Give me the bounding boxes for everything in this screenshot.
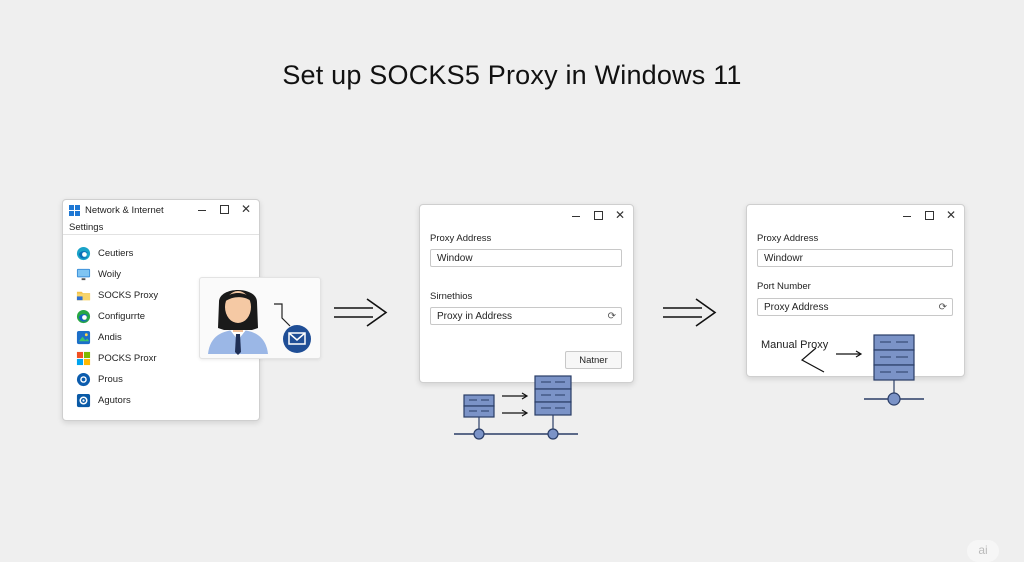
close-button[interactable]: ✕ bbox=[241, 203, 251, 215]
server-icon bbox=[463, 394, 495, 440]
proxy-setup-value: Proxy in Address bbox=[437, 311, 513, 322]
nav-item-8[interactable]: Agutors bbox=[76, 392, 131, 408]
server-icon bbox=[873, 334, 915, 406]
user-avatar-card bbox=[199, 277, 321, 359]
refresh-icon[interactable]: ⟳ bbox=[607, 311, 616, 322]
server-network-diagram bbox=[454, 375, 578, 440]
next-button[interactable]: Natner bbox=[565, 351, 622, 369]
user-avatar-illustration bbox=[208, 290, 311, 355]
manual-proxy-diagram bbox=[800, 334, 924, 406]
nav-item-label: POCKS Proxr bbox=[98, 352, 157, 364]
gear-icon bbox=[76, 393, 91, 407]
close-icon: ✕ bbox=[614, 208, 626, 222]
minimize-button[interactable] bbox=[571, 209, 581, 221]
proxy-port-window: ✕ Proxy Address Windowr Port Number Prox… bbox=[746, 204, 965, 377]
minimize-icon bbox=[198, 209, 206, 211]
step-arrow-icon bbox=[334, 298, 388, 327]
proxy-address-input[interactable]: Window bbox=[430, 249, 622, 267]
step-arrow-icon bbox=[663, 298, 717, 327]
arrow-icon bbox=[836, 350, 863, 358]
manual-proxy-label: Manual Proxy bbox=[761, 339, 829, 351]
nav-item-3[interactable]: SOCKS Proxy bbox=[76, 287, 158, 303]
nav-item-5[interactable]: Andis bbox=[76, 329, 122, 345]
minimize-icon bbox=[572, 215, 580, 217]
pointer-icon bbox=[800, 347, 825, 373]
port-number-label: Port Number bbox=[757, 281, 811, 292]
edge-icon bbox=[76, 246, 91, 260]
maximize-button[interactable] bbox=[924, 209, 934, 221]
minimize-button[interactable] bbox=[902, 209, 912, 221]
proxy-setup-input[interactable]: Proxy in Address ⟳ bbox=[430, 307, 622, 325]
maximize-button[interactable] bbox=[593, 209, 603, 221]
monitor-icon bbox=[76, 268, 91, 280]
store-icon bbox=[76, 351, 91, 365]
nav-item-7[interactable]: Prous bbox=[76, 371, 123, 387]
divider bbox=[63, 234, 259, 235]
proxy-address-label: Proxy Address bbox=[430, 233, 492, 244]
nav-item-label: Prous bbox=[98, 373, 123, 385]
close-icon: ✕ bbox=[945, 208, 957, 222]
port-number-input[interactable]: Proxy Address ⟳ bbox=[757, 298, 953, 316]
maximize-icon bbox=[219, 204, 229, 214]
close-icon: ✕ bbox=[240, 202, 252, 216]
proxy-address-label: Proxy Address bbox=[757, 233, 819, 244]
maximize-button[interactable] bbox=[219, 203, 229, 215]
nav-item-label: Andis bbox=[98, 331, 122, 343]
nav-item-1[interactable]: Ceutiers bbox=[76, 245, 133, 261]
folder-icon bbox=[76, 291, 91, 300]
nav-item-4[interactable]: Configurrte bbox=[76, 308, 145, 324]
nav-item-label: Ceutiers bbox=[98, 247, 134, 259]
proxy-address-input[interactable]: Windowr bbox=[757, 249, 953, 267]
setup-label: Sirnethios bbox=[430, 291, 473, 302]
minimize-button[interactable] bbox=[197, 203, 207, 215]
close-button[interactable]: ✕ bbox=[615, 209, 625, 221]
maximize-icon bbox=[924, 210, 934, 220]
nav-item-2[interactable]: Woily bbox=[76, 266, 121, 282]
server-icon bbox=[534, 375, 572, 440]
window-title: Network & Internet bbox=[85, 205, 164, 216]
window-subtitle: Settings bbox=[69, 222, 104, 233]
maximize-icon bbox=[593, 210, 603, 220]
arrow-icon bbox=[502, 392, 529, 417]
nav-item-label: SOCKS Proxy bbox=[98, 289, 159, 301]
close-button[interactable]: ✕ bbox=[946, 209, 956, 221]
nav-item-label: Woily bbox=[98, 268, 122, 280]
nav-item-label: Configurrte bbox=[98, 310, 145, 322]
nav-item-label: Agutors bbox=[98, 394, 131, 406]
edge-icon bbox=[76, 309, 91, 323]
windows-logo-icon bbox=[69, 205, 80, 216]
page-title: Set up SOCKS5 Proxy in Windows 11 bbox=[282, 60, 742, 90]
nav-item-6[interactable]: POCKS Proxr bbox=[76, 350, 157, 366]
cortana-icon bbox=[76, 372, 91, 386]
minimize-icon bbox=[903, 215, 911, 217]
ai-badge: ai bbox=[967, 540, 999, 562]
proxy-settings-window: ✕ Proxy Address Window Sirnethios Proxy … bbox=[419, 204, 634, 383]
photos-icon bbox=[76, 330, 91, 344]
port-number-value: Proxy Address bbox=[764, 302, 829, 313]
refresh-icon[interactable]: ⟳ bbox=[938, 302, 947, 313]
